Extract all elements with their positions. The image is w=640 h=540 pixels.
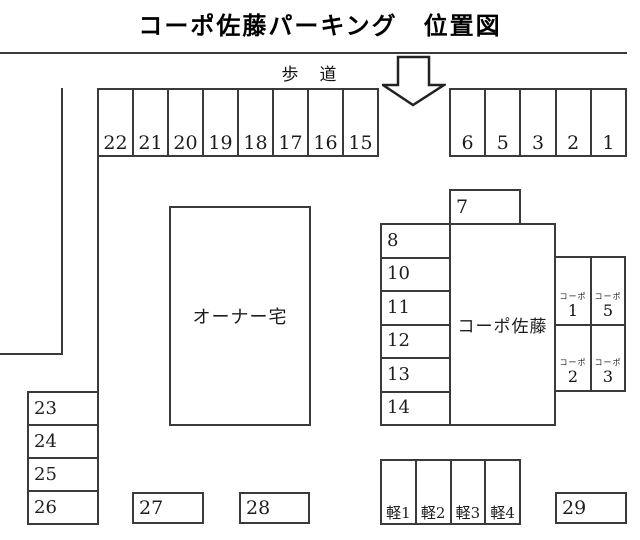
parking-row-north-east: 6 5 3 2 1 — [449, 88, 627, 157]
parking-space-7: 7 — [449, 189, 521, 225]
space-number: 13 — [387, 363, 410, 385]
space-number: 15 — [348, 132, 373, 155]
parking-space-15: 15 — [344, 90, 377, 155]
page-title: コーポ佐藤パーキング 位置図 — [138, 11, 502, 40]
corpo-stall-grid: コーポ 1 コーポ 5 コーポ 2 コーポ 3 — [554, 256, 626, 392]
space-number: 1 — [602, 132, 615, 155]
space-number: 12 — [387, 330, 410, 352]
space-number: 19 — [208, 132, 233, 155]
parking-column-mid: 8 10 11 12 13 14 — [380, 223, 451, 426]
parking-space-19: 19 — [204, 90, 239, 155]
space-number: 6 — [461, 132, 474, 155]
parking-space-kei-3: 軽3 — [452, 461, 487, 523]
space-number: 22 — [103, 132, 128, 155]
parking-space-2: 2 — [557, 90, 592, 155]
space-number: 14 — [387, 397, 410, 419]
space-number: 軽4 — [490, 503, 515, 522]
space-number: 5 — [496, 132, 509, 155]
space-number: 11 — [387, 296, 410, 318]
space-number: 27 — [139, 496, 164, 519]
corpo-sato-building: コーポ佐藤 — [449, 223, 556, 426]
west-boundary-line — [61, 88, 63, 355]
corpo-prefix: コーポ — [594, 357, 622, 367]
parking-row-north-west: 22 21 20 19 18 17 16 15 — [97, 88, 379, 157]
sidewalk-line — [0, 52, 627, 54]
sidewalk-label: 歩 道 — [281, 65, 339, 85]
parking-space-corpo-3: コーポ 3 — [590, 324, 624, 390]
space-number: 21 — [138, 132, 163, 155]
parking-space-16: 16 — [309, 90, 344, 155]
parking-row-kei: 軽1 軽2 軽3 軽4 — [380, 459, 521, 525]
space-number: 2 — [567, 366, 579, 386]
parking-space-10: 10 — [382, 259, 449, 292]
parking-space-kei-4: 軽4 — [486, 461, 519, 523]
parking-space-18: 18 — [239, 90, 274, 155]
parking-space-13: 13 — [382, 359, 449, 393]
parking-space-1: 1 — [592, 90, 625, 155]
parking-space-5: 5 — [486, 90, 522, 155]
space-number: 3 — [602, 366, 614, 386]
space-number: 18 — [243, 132, 268, 155]
space-number: 3 — [531, 132, 545, 155]
parking-space-21: 21 — [134, 90, 169, 155]
space-number: 軽2 — [420, 503, 446, 522]
parking-space-14: 14 — [382, 393, 449, 425]
parking-space-22: 22 — [99, 90, 134, 155]
parking-space-20: 20 — [169, 90, 204, 155]
parking-space-3: 3 — [521, 90, 557, 155]
space-number: 10 — [387, 263, 410, 285]
space-number: 8 — [387, 229, 399, 251]
parking-space-28: 28 — [239, 492, 310, 524]
parking-space-23: 23 — [29, 393, 97, 426]
parking-space-29: 29 — [555, 492, 627, 524]
space-number: 25 — [34, 463, 57, 485]
space-number: 26 — [34, 496, 57, 518]
parking-space-25: 25 — [29, 459, 97, 492]
parking-space-24: 24 — [29, 426, 97, 459]
parking-space-27: 27 — [132, 492, 204, 524]
space-number: 23 — [34, 397, 57, 419]
space-number: 5 — [602, 300, 614, 320]
parking-space-kei-1: 軽1 — [382, 461, 417, 523]
space-number: 17 — [278, 132, 303, 155]
owner-house-building: オーナー宅 — [169, 206, 311, 426]
space-number: 軽1 — [386, 503, 411, 522]
corpo-prefix: コーポ — [594, 291, 622, 301]
west-boundary-corner-line — [0, 353, 63, 355]
parking-space-11: 11 — [382, 292, 449, 326]
parking-space-corpo-2: コーポ 2 — [556, 324, 590, 390]
parking-column-west: 23 24 25 26 — [27, 391, 99, 525]
parking-space-17: 17 — [274, 90, 309, 155]
space-number: 7 — [456, 195, 469, 218]
space-number: 29 — [562, 496, 587, 519]
corpo-prefix: コーポ — [559, 357, 587, 367]
down-arrow-icon — [382, 55, 446, 107]
parking-space-26: 26 — [29, 492, 97, 523]
space-number: 1 — [567, 300, 579, 320]
parking-space-8: 8 — [382, 225, 449, 259]
space-number: 20 — [173, 132, 198, 155]
parking-space-12: 12 — [382, 326, 449, 359]
corpo-sato-label: コーポ佐藤 — [457, 317, 548, 337]
parking-space-corpo-1: コーポ 1 — [556, 258, 590, 324]
corpo-prefix: コーポ — [559, 291, 587, 301]
space-number: 軽3 — [455, 503, 481, 522]
space-number: 16 — [313, 132, 338, 155]
parking-space-kei-2: 軽2 — [417, 461, 452, 523]
inner-boundary-line — [97, 155, 99, 525]
space-number: 24 — [34, 430, 57, 452]
owner-house-label: オーナー宅 — [192, 307, 288, 328]
space-number: 28 — [246, 496, 271, 519]
parking-space-corpo-5: コーポ 5 — [590, 258, 624, 324]
space-number: 2 — [567, 132, 580, 155]
parking-space-6: 6 — [451, 90, 487, 155]
